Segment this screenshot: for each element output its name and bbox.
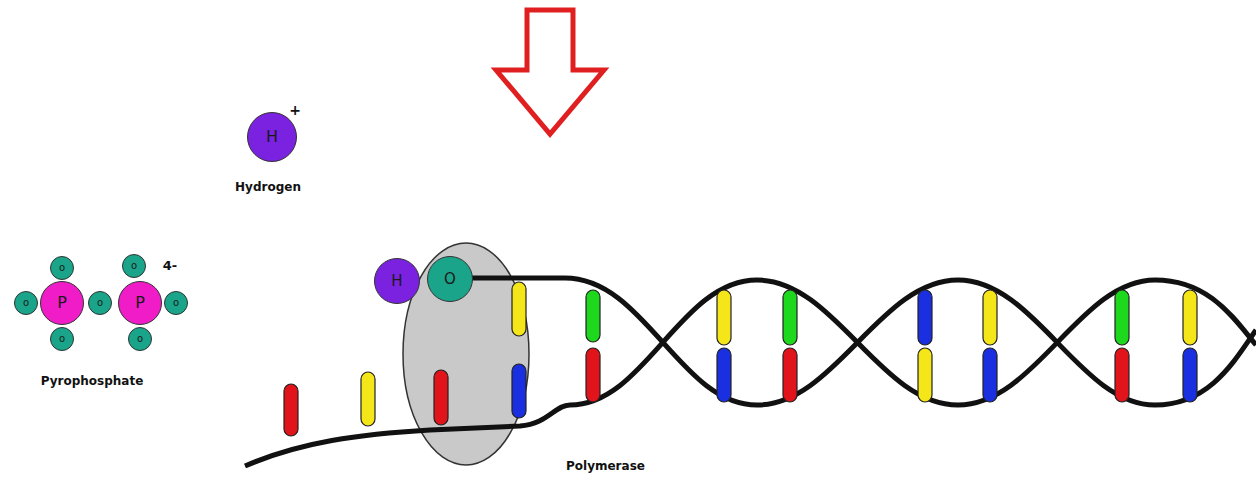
- oxygen-atom: o: [122, 254, 146, 278]
- atom-symbol: o: [59, 263, 65, 273]
- atom-symbol: P: [135, 295, 145, 311]
- molecule-label: Pyrophosphate: [41, 375, 144, 389]
- atom-symbol: o: [137, 334, 143, 344]
- dna-strand: [470, 278, 1256, 405]
- base-pairs: [284, 282, 1197, 436]
- atom-symbol: o: [59, 334, 65, 344]
- atom-symbol: o: [131, 261, 137, 271]
- atom-symbol: o: [173, 298, 179, 308]
- atom-symbol: o: [97, 298, 103, 308]
- atom-symbol: H: [266, 129, 278, 145]
- atom-symbol: O: [444, 272, 456, 287]
- oxygen-atom: o: [128, 327, 152, 351]
- atom-symbol: H: [391, 274, 402, 289]
- phosphorus-atom: P: [118, 281, 162, 325]
- dna-strand: [245, 280, 1256, 466]
- hydrogen-ion: H: [247, 112, 297, 162]
- molecule-label: Hydrogen: [235, 181, 301, 195]
- charge-sign: 4-: [163, 259, 177, 274]
- atom-symbol: P: [57, 295, 67, 311]
- hydrogen-atom: H: [374, 258, 420, 304]
- enzyme-label: Polymerase: [566, 460, 645, 474]
- phosphorus-atom: P: [40, 281, 84, 325]
- oxygen-atom: o: [164, 291, 188, 315]
- atom-symbol: o: [23, 298, 29, 308]
- oxygen-atom: O: [427, 256, 473, 302]
- down-arrow: [496, 10, 604, 134]
- oxygen-atom: o: [14, 291, 38, 315]
- oxygen-atom: o: [50, 256, 74, 280]
- oxygen-atom: o: [50, 327, 74, 351]
- oxygen-atom: o: [88, 291, 112, 315]
- charge-sign: +: [289, 102, 301, 118]
